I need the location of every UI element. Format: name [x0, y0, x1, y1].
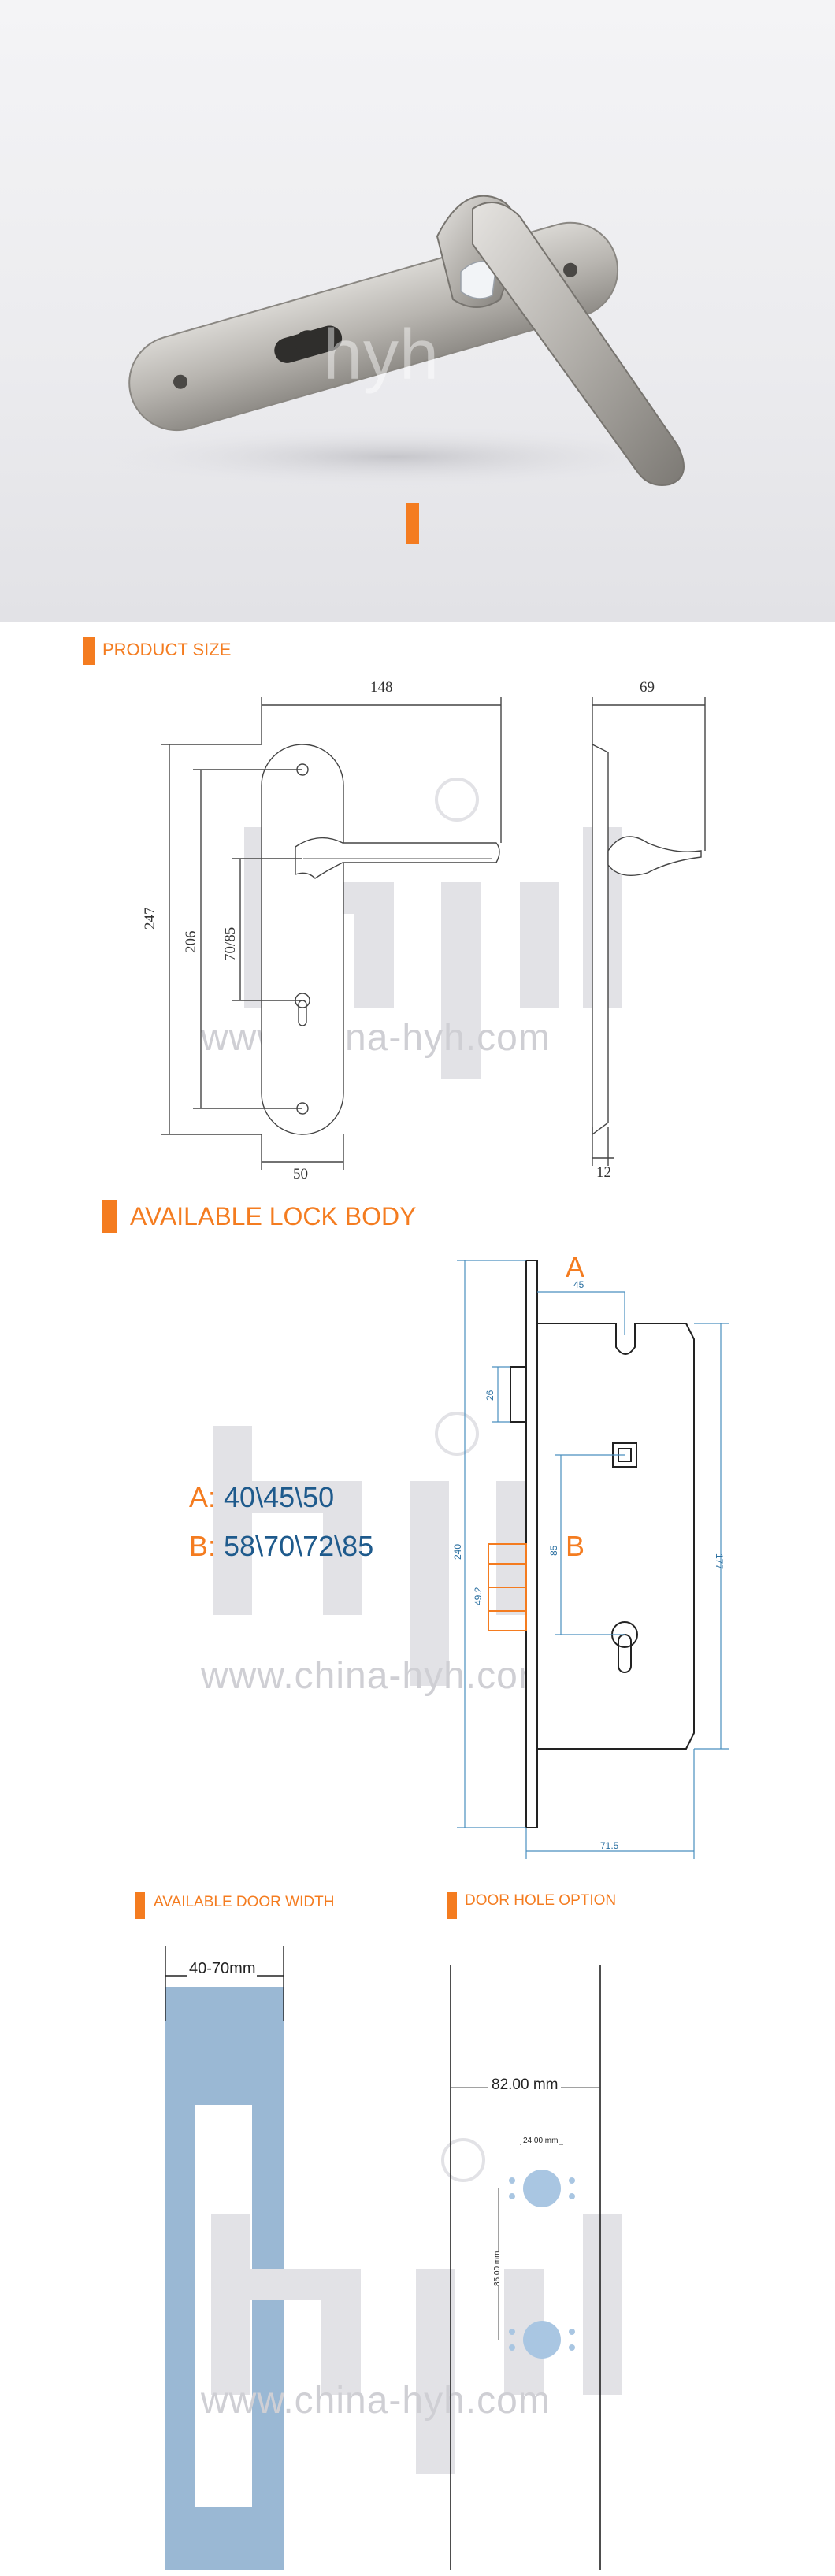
label-a: A — [566, 1251, 585, 1283]
dim-plate: 177 — [714, 1553, 725, 1570]
door-handle-illustration — [95, 195, 693, 488]
dim-latch: 49.2 — [473, 1587, 484, 1605]
section-marker — [84, 637, 95, 665]
dim-depth: 69 — [640, 679, 655, 696]
dim-plate-width: 50 — [293, 1166, 308, 1182]
label-b: B — [566, 1530, 585, 1562]
watermark-url: www.china-hyh.com — [201, 1017, 551, 1059]
hyh-watermark-logo — [211, 2138, 622, 2474]
door-hole-width: 82.00 mm — [488, 2077, 562, 2094]
dim-center: 70/85 — [222, 926, 239, 961]
option-b: B: 58\70\72\85 — [189, 1530, 373, 1563]
dim-thickness: 12 — [596, 1164, 611, 1181]
dim-screw-spacing: 206 — [183, 930, 199, 954]
product-size-drawing: www.china-hyh.com — [0, 670, 835, 1197]
option-b-values: 58\70\72\85 — [224, 1530, 374, 1562]
dim-height: 240 — [452, 1543, 463, 1560]
product-front-side-view — [161, 697, 706, 1170]
hero-watermark: hyh — [323, 316, 440, 395]
mortise-lock-body — [457, 1260, 729, 1859]
section-title-lock-body: AVAILABLE LOCK BODY — [130, 1202, 417, 1230]
option-a-values: 40\45\50 — [224, 1481, 335, 1513]
section-title-door-hole: DOOR HOLE OPTION — [465, 1892, 617, 1909]
product-photo: hyh — [0, 0, 835, 622]
section-marker — [135, 1892, 145, 1919]
option-b-key: B: — [189, 1530, 217, 1562]
section-marker — [102, 1200, 117, 1233]
dim-height: 247 — [142, 907, 158, 930]
section-title-product-size: PRODUCT SIZE — [102, 640, 232, 659]
hole-diameter: 24.00 mm — [521, 2136, 560, 2145]
dim-width: 71.5 — [600, 1840, 619, 1851]
door-hole-drawing: www.china-hyh.com 82.00 mm 24.00 mm 85.0… — [0, 1930, 835, 2576]
hero-accent-marker — [406, 503, 419, 544]
section-title-door-width: AVAILABLE DOOR WIDTH — [154, 1894, 335, 1910]
option-a-key: A: — [189, 1481, 217, 1513]
dim-a: 45 — [573, 1279, 584, 1290]
lock-body-drawing: www.china-hyh.com A: 40\45\50 B: 58\70\7… — [0, 1245, 835, 1859]
dim-width: 148 — [370, 679, 393, 696]
dim-bolt: 26 — [484, 1390, 495, 1401]
watermark-url: www.china-hyh.com — [201, 2380, 551, 2422]
section-marker — [447, 1892, 457, 1919]
dim-b: 85 — [548, 1545, 559, 1556]
hole-spacing: 85.00 mm — [493, 2251, 502, 2286]
watermark-url: www.china-hyh.com — [201, 1655, 551, 1697]
door-width-range: 40-70mm — [187, 1960, 258, 1978]
door-hole-diagram — [450, 1965, 601, 2570]
option-a: A: 40\45\50 — [189, 1481, 334, 1514]
